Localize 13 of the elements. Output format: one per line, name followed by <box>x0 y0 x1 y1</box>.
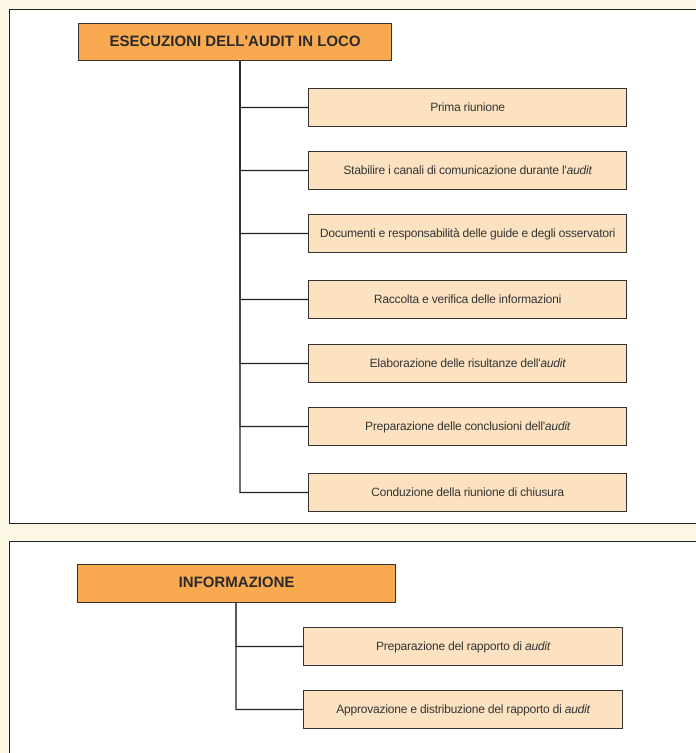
step-box: Conduzione della riunione di chiusura <box>308 473 627 512</box>
step-box: Elaborazione delle risultanze dell'audit <box>308 344 627 383</box>
connector-line <box>235 603 303 710</box>
step-box: Preparazione del rapporto di audit <box>303 627 623 666</box>
connector-line <box>239 61 308 494</box>
step-box: Stabilire i canali di comunicazione durante l'audit <box>308 151 627 190</box>
step-box: Documenti e responsabilità delle guide e degli osservatori <box>308 214 627 253</box>
section-header-box: INFORMAZIONE <box>77 564 396 603</box>
step-box: Prima riunione <box>308 88 627 127</box>
section-header-box: ESECUZIONI DELL'AUDIT IN LOCO <box>78 23 392 61</box>
step-box: Raccolta e verifica delle informazioni <box>308 280 627 319</box>
step-box: Approvazione e distribuzione del rapporto di audit <box>303 690 623 729</box>
step-box: Preparazione delle conclusioni dell'audit <box>308 407 627 446</box>
